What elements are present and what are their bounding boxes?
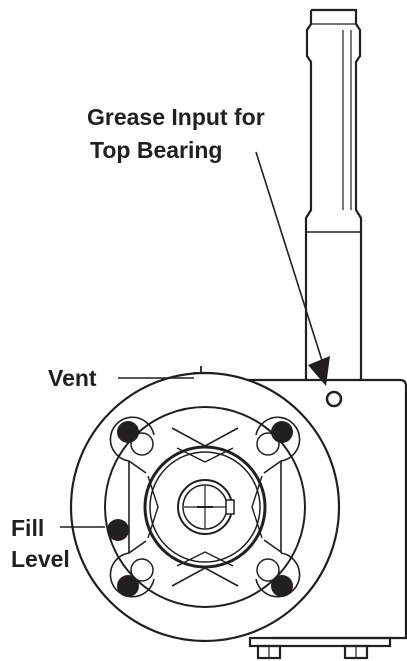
vent-label: Vent	[48, 365, 97, 391]
fill-level-label-line1: Fill	[11, 515, 44, 541]
vertical-shaft	[304, 8, 363, 380]
plug-top-left	[117, 421, 139, 443]
bolt-hole-top-right	[256, 432, 280, 456]
plug-bottom-left	[117, 575, 139, 597]
grease-fitting	[325, 390, 343, 408]
plug-bottom-right	[271, 575, 293, 597]
gearbox-housing	[195, 378, 407, 660]
fill-level-label-line2: Level	[11, 546, 70, 572]
bolt-hole-top-left	[130, 432, 154, 456]
grease-callout	[255, 151, 330, 386]
plugs	[107, 421, 293, 597]
bolt-hole-bottom-right	[256, 558, 280, 582]
grease-input-label-line1: Grease Input for	[87, 104, 265, 130]
bolt-hole-bottom-left	[130, 558, 154, 582]
fill-level-plug	[107, 519, 129, 541]
flange-face	[69, 371, 341, 643]
plug-top-right	[271, 421, 293, 443]
grease-input-label-line2: Top Bearing	[90, 137, 222, 163]
